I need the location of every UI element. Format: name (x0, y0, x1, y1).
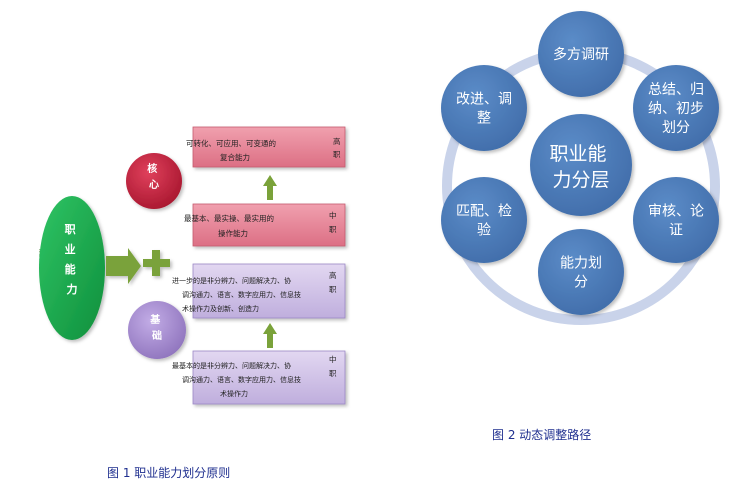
figure2-caption: 图 2 动态调整路径 (492, 428, 592, 442)
cycle-node-label: 改进、调整 (456, 92, 512, 127)
cycle-node: 改进、调整 (441, 65, 527, 151)
level-tag: 高 职 (333, 136, 343, 159)
cycle-node-label: 能力划分 (560, 256, 602, 291)
box-text: 进一步的是非分辨力、问题解决力、协 调沟通力、语言、数字应用力、信息技 术操作力… (172, 276, 303, 313)
up-arrow-icon (263, 175, 277, 200)
box-basic-high: 进一步的是非分辨力、问题解决力、协 调沟通力、语言、数字应用力、信息技 术操作力… (172, 263, 346, 319)
cycle-node-label: 审核、论证 (648, 204, 704, 239)
center-node: 职业能 力分层 (530, 114, 632, 216)
main-ability-label: 职 业 能 力 (65, 223, 80, 296)
center-label: 职业能 力分层 (549, 143, 612, 191)
level-tag: 中 职 (329, 210, 339, 234)
box-text: 可转化、可应用、可变通的 复合能力 (186, 138, 278, 162)
box-text: 最基本、最实操、最实用的 操作能力 (184, 213, 276, 238)
core-label: 核 心 (147, 162, 160, 191)
level-tag: 中 职 (329, 354, 339, 378)
figure1-diagram: 能力 职 业 能 力 核 心 基 础 可转化、可应用、可变通的 (37, 126, 346, 405)
plus-icon (143, 250, 170, 276)
cycle-node-label: 多方调研 (553, 46, 609, 63)
basic-label: 基 础 (149, 313, 163, 342)
cycle-node: 总结、归纳、初步划分 (633, 65, 719, 151)
cycle-node: 多方调研 (538, 11, 624, 97)
box-text: 最基本的是非分辨力、问题解决力、协 调沟通力、语言、数字应用力、信息技 术操作力 (172, 361, 303, 398)
cycle-node-label: 总结、归纳、初步划分 (648, 81, 704, 136)
level-tag: 高 职 (329, 270, 339, 294)
cycle-node-label: 匹配、检验 (456, 204, 512, 239)
up-arrow-icon (263, 323, 277, 348)
basic-circle (128, 301, 186, 359)
box-core-middle: 最基本、最实操、最实用的 操作能力 中 职 (184, 203, 346, 247)
cycle-node: 匹配、检验 (441, 177, 527, 263)
right-arrow-icon (106, 248, 141, 284)
main-ability-ellipse (39, 196, 105, 340)
figure1-caption: 图 1 职业能力划分原则 (107, 466, 231, 480)
cycle-node: 审核、论证 (633, 177, 719, 263)
core-circle (126, 153, 182, 209)
box-core-high: 可转化、可应用、可变通的 复合能力 高 职 (186, 126, 346, 168)
cycle-node: 能力划分 (538, 229, 624, 315)
box-basic-middle: 最基本的是非分辨力、问题解决力、协 调沟通力、语言、数字应用力、信息技 术操作力… (172, 350, 346, 405)
